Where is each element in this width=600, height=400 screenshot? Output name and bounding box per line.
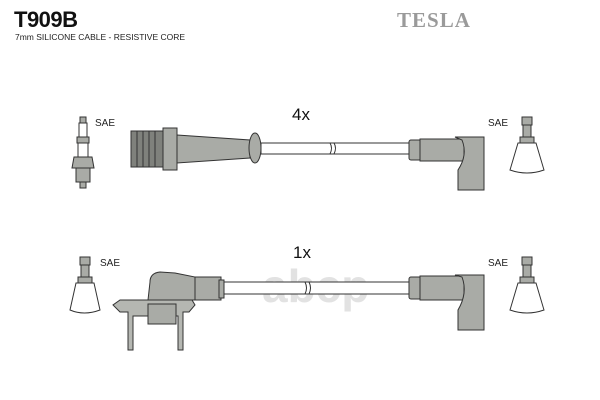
sae-label: SAE bbox=[488, 118, 508, 129]
sae-label: SAE bbox=[95, 118, 115, 129]
coil-terminal-icon bbox=[509, 256, 545, 314]
coil-terminal-icon bbox=[69, 256, 101, 314]
spark-plug-icon bbox=[71, 116, 95, 189]
sae-label: SAE bbox=[488, 258, 508, 269]
quantity-label: 1x bbox=[293, 243, 311, 262]
part-number: T909B bbox=[14, 7, 78, 32]
cable bbox=[223, 281, 410, 295]
angled-boot bbox=[408, 136, 485, 191]
cable bbox=[260, 142, 410, 155]
coil-connector-boot bbox=[112, 271, 225, 351]
quantity-label: 4x bbox=[292, 105, 310, 124]
cable-description: 7mm SILICONE CABLE - RESISTIVE CORE bbox=[15, 32, 186, 42]
straight-boot bbox=[130, 127, 262, 171]
coil-terminal-icon bbox=[509, 116, 545, 174]
brand-logo: TESLA bbox=[397, 8, 471, 32]
sae-label: SAE bbox=[100, 258, 120, 269]
angled-boot bbox=[408, 274, 485, 331]
